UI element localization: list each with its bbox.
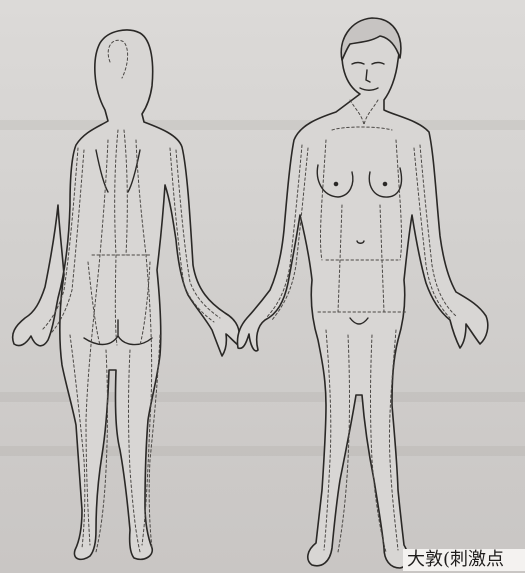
front-view-figure (237, 18, 487, 568)
back-view-figure (13, 30, 240, 559)
caption-text: 大敦(刺激点 (403, 549, 525, 571)
